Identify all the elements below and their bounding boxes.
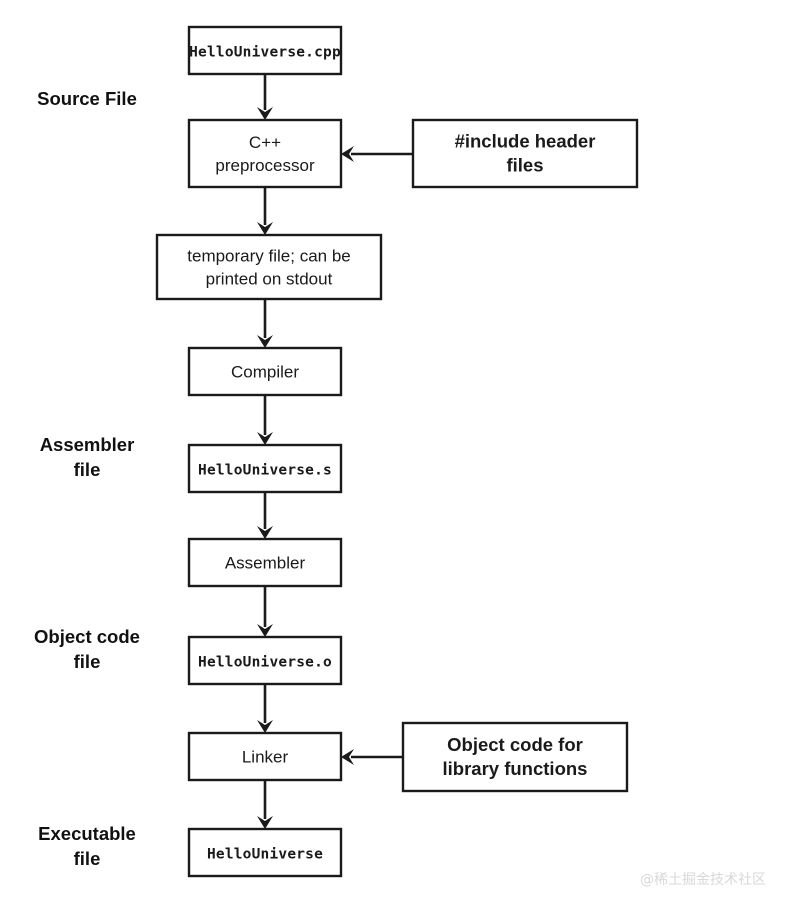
node-label: Assembler <box>225 554 306 573</box>
connectors-group <box>257 74 413 829</box>
stage-label-source-file: Source File <box>37 88 137 109</box>
node-label: #include header files <box>455 131 596 176</box>
stage-label-line: file <box>74 651 101 672</box>
node-label: C++ preprocessor <box>215 133 315 175</box>
node-linker: Linker <box>187 731 343 782</box>
arrow-head-icon <box>257 526 273 539</box>
arrow-head-icon <box>257 222 273 235</box>
node-box <box>155 233 383 301</box>
node-assembler: Assembler <box>187 537 343 588</box>
node-label: temporary file; can be printed on stdout <box>187 247 350 289</box>
node-label-line: files <box>506 155 543 176</box>
node-box <box>187 635 343 686</box>
connector-library-to-linker <box>341 749 403 765</box>
node-compiler: Compiler <box>187 346 343 397</box>
node-label-line: Assembler <box>225 554 306 573</box>
node-box <box>187 25 343 76</box>
node-label-line: HelloUniverse.cpp <box>189 45 341 61</box>
node-box <box>187 731 343 782</box>
stage-label-line: Executable <box>38 823 136 844</box>
node-hellouniverse-s: HelloUniverse.s <box>187 443 343 494</box>
connector-obj-to-linker <box>257 684 273 733</box>
node-object-code-library: Object code for library functions <box>401 721 629 793</box>
arrow-head-icon <box>257 432 273 445</box>
stage-label-assembler-file: Assembler file <box>40 434 135 480</box>
connector-assembler-to-obj <box>257 586 273 637</box>
node-box <box>187 118 343 189</box>
connector-headers-to-preprocessor <box>341 146 413 162</box>
node-label-line: printed on stdout <box>206 270 333 289</box>
node-cpp-preprocessor: C++ preprocessor <box>187 118 343 189</box>
node-label: HelloUniverse.cpp <box>189 45 341 61</box>
node-temporary-file: temporary file; can be printed on stdout <box>155 233 383 301</box>
node-label-line: Compiler <box>231 363 299 382</box>
arrow-head-icon <box>257 816 273 829</box>
node-hellouniverse-o: HelloUniverse.o <box>187 635 343 686</box>
stage-label-line: Object code <box>34 626 140 647</box>
arrow-head-icon <box>341 749 354 765</box>
node-label-line: #include header <box>455 131 596 152</box>
node-label-line: library functions <box>443 758 588 779</box>
stage-label-line: file <box>74 848 101 869</box>
node-label-line: HelloUniverse <box>207 847 323 863</box>
node-label: HelloUniverse.s <box>198 463 332 479</box>
connector-preprocessor-to-temp <box>257 187 273 235</box>
node-box <box>401 721 629 793</box>
node-label-line: preprocessor <box>215 156 315 175</box>
connector-cpp-to-preprocessor <box>257 74 273 120</box>
node-label: HelloUniverse.o <box>198 655 332 671</box>
node-box <box>187 827 343 878</box>
stage-label-line: Assembler <box>40 434 135 455</box>
node-hellouniverse-cpp: HelloUniverse.cpp <box>187 25 343 76</box>
node-label-line: Linker <box>242 748 289 767</box>
node-label-line: Object code for <box>447 734 583 755</box>
node-box <box>187 443 343 494</box>
connector-linker-to-exe <box>257 780 273 829</box>
watermark-label: @稀土掘金技术社区 <box>640 872 766 888</box>
node-include-header-files: #include header files <box>411 118 639 189</box>
node-label-line: HelloUniverse.o <box>198 655 332 671</box>
arrow-head-icon <box>257 624 273 637</box>
node-label-line: C++ <box>249 133 281 152</box>
stage-label-executable-file: Executable file <box>38 823 136 869</box>
node-box <box>187 346 343 397</box>
node-label: Compiler <box>231 363 299 382</box>
node-box <box>411 118 639 189</box>
node-label: Linker <box>242 748 289 767</box>
connector-compiler-to-asm-file <box>257 395 273 445</box>
node-label-line: temporary file; can be <box>187 247 350 266</box>
node-hellouniverse-exe: HelloUniverse <box>187 827 343 878</box>
connector-asm-file-to-assembler <box>257 492 273 539</box>
arrow-head-icon <box>257 335 273 348</box>
arrow-head-icon <box>257 107 273 120</box>
stage-label-line: file <box>74 459 101 480</box>
node-label: HelloUniverse <box>207 847 323 863</box>
stage-label-object-code-file: Object code file <box>34 626 140 672</box>
node-label-line: HelloUniverse.s <box>198 463 332 479</box>
connector-temp-to-compiler <box>257 299 273 348</box>
node-box <box>187 537 343 588</box>
node-label: Object code for library functions <box>443 734 588 779</box>
arrow-head-icon <box>341 146 354 162</box>
arrow-head-icon <box>257 720 273 733</box>
stage-label-line: Source File <box>37 88 137 109</box>
